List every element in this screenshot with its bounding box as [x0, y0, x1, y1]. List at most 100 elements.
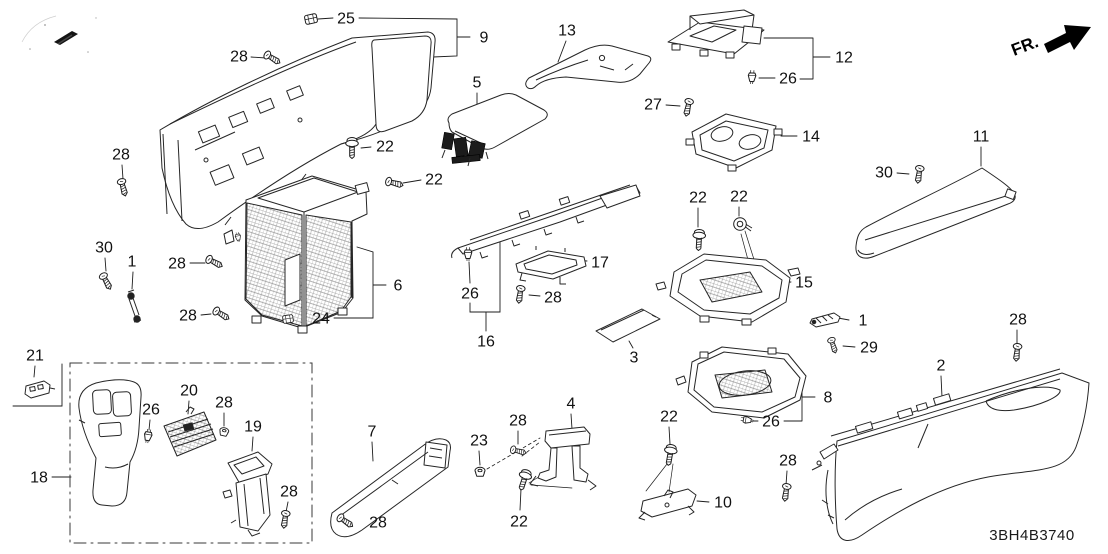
- callout-ref-6-21[interactable]: 6: [394, 278, 403, 295]
- callout-ref-8-34[interactable]: 8: [824, 390, 833, 407]
- callout-ref-28-1[interactable]: 28: [230, 49, 248, 66]
- callout-ref-10-47[interactable]: 10: [714, 495, 732, 512]
- callout-ref-5-6[interactable]: 5: [473, 75, 482, 92]
- part-shape-9-console-garnish-assy: [159, 31, 436, 229]
- bolt-icon-22e: [661, 443, 679, 467]
- clip-icon-25: [303, 12, 319, 26]
- callout-ref-17-19[interactable]: 17: [591, 255, 609, 272]
- callout-ref-22-14[interactable]: 22: [689, 190, 707, 207]
- callout-ref-11-9[interactable]: 11: [973, 129, 990, 146]
- callout-ref-21-31[interactable]: 21: [26, 348, 44, 365]
- screw-icon-28a: [262, 49, 283, 68]
- callout-ref-28-35[interactable]: 28: [215, 395, 233, 412]
- callout-ref-30-12[interactable]: 30: [875, 165, 893, 182]
- callout-ref-28-27[interactable]: 28: [1009, 312, 1027, 329]
- callout-ref-24-25[interactable]: 24: [312, 311, 330, 328]
- screw-icon-29: [826, 336, 840, 355]
- part-shape-13-lever-garnish: [525, 44, 652, 90]
- part-shape-19-rear-duct: [222, 451, 273, 537]
- screw-icon-28k: [779, 482, 792, 503]
- part-shape-16-center-garnish: [451, 184, 641, 259]
- callout-ref-22-13[interactable]: 22: [425, 172, 443, 189]
- callout-ref-22-10[interactable]: 22: [376, 139, 394, 156]
- screw-icon-28b: [116, 177, 131, 198]
- callout-ref-28-46[interactable]: 28: [280, 484, 298, 501]
- callout-ref-22-15[interactable]: 22: [730, 189, 748, 206]
- callout-ref-12-4[interactable]: 12: [835, 50, 853, 67]
- part-shape-21-accessory-switch: [24, 380, 56, 399]
- part-shape-15-console-bin: [655, 253, 801, 326]
- part-shape-1-striker-rail: [809, 312, 841, 328]
- callout-ref-28-49[interactable]: 28: [369, 515, 387, 532]
- callout-ref-16-28[interactable]: 16: [477, 334, 495, 351]
- part-shape-8-cupholder-bin: [675, 346, 807, 419]
- bolt-icon-22c: [691, 228, 707, 252]
- callout-ref-3-30[interactable]: 3: [630, 350, 639, 367]
- callout-ref-26-39[interactable]: 26: [762, 414, 780, 431]
- callout-ref-29-29[interactable]: 29: [860, 340, 878, 357]
- part-shape-7-rear-duct-garnish: [330, 438, 451, 538]
- part-shape-11-side-garnish: [855, 167, 1017, 259]
- part-shape-10-crossmember: [638, 488, 697, 521]
- part-shape-5-armrest-lid: [441, 93, 548, 167]
- callout-ref-25-0[interactable]: 25: [337, 11, 355, 28]
- callout-ref-23-43[interactable]: 23: [470, 433, 488, 450]
- grommet-icon-28g: [218, 426, 230, 438]
- callout-ref-28-24[interactable]: 28: [179, 308, 197, 325]
- part-shape-12-console-tray: [667, 9, 765, 59]
- callout-ref-28-23[interactable]: 28: [544, 290, 562, 307]
- callout-ref-18-45[interactable]: 18: [30, 470, 48, 487]
- callout-ref-9-2[interactable]: 9: [480, 30, 489, 47]
- part-shape-1-lock-link: [127, 289, 142, 323]
- callout-ref-27-7[interactable]: 27: [644, 97, 662, 114]
- callout-ref-22-38[interactable]: 22: [660, 409, 678, 426]
- screw-icon-30a: [912, 164, 925, 185]
- callout-ref-28-11[interactable]: 28: [112, 147, 130, 164]
- clip-icon-part6: [234, 231, 242, 243]
- callout-ref-1-26[interactable]: 1: [859, 313, 868, 330]
- bolt-icon-22b: [384, 176, 405, 191]
- callout-ref-26-5[interactable]: 26: [779, 71, 797, 88]
- screw-icon-28e: [513, 284, 526, 305]
- part-shape-14-cupholder-frame: [685, 113, 783, 172]
- knob-icon-22d: [733, 217, 753, 232]
- part-shape-20-rear-vent: [163, 406, 217, 457]
- callout-ref-13-3[interactable]: 13: [558, 23, 576, 40]
- callout-ref-26-37[interactable]: 26: [142, 402, 160, 419]
- clip-icon-26a: [747, 69, 757, 85]
- callout-ref-26-22[interactable]: 26: [461, 286, 479, 303]
- fr-label: FR.: [1009, 32, 1041, 60]
- callout-ref-7-42[interactable]: 7: [368, 424, 377, 441]
- callout-ref-2-32[interactable]: 2: [937, 358, 946, 375]
- diagram-code: 3BH4B3740: [989, 527, 1074, 544]
- bolt-icon-22a: [345, 137, 359, 159]
- part-shape-17-tray-bezel: [515, 246, 587, 285]
- part-shape-2-console-side-panel: [811, 368, 1090, 541]
- callout-ref-30-16[interactable]: 30: [95, 240, 113, 257]
- screw-icon-28c: [203, 253, 225, 271]
- callout-ref-28-44[interactable]: 28: [779, 453, 797, 470]
- part-shape-3-tray-mat: [595, 308, 661, 343]
- screw-icon-30b: [97, 270, 115, 292]
- callout-ref-4-36[interactable]: 4: [567, 396, 576, 413]
- callout-ref-28-40[interactable]: 28: [509, 413, 527, 430]
- part-shape-18-rear-panel: [78, 379, 142, 507]
- callout-ref-15-20[interactable]: 15: [795, 275, 813, 292]
- callout-ref-14-8[interactable]: 14: [802, 129, 820, 146]
- callout-ref-19-41[interactable]: 19: [244, 419, 262, 436]
- screw-icon-28h: [278, 509, 291, 530]
- callout-ref-20-33[interactable]: 20: [180, 383, 198, 400]
- clip-icon-24: [281, 314, 295, 324]
- callout-ref-22-48[interactable]: 22: [510, 514, 528, 531]
- callout-ref-28-18[interactable]: 28: [168, 256, 186, 273]
- bolt-icon-22f: [514, 467, 534, 493]
- screw-icon-27: [681, 97, 695, 118]
- fr-direction-indicator: FR.: [1009, 25, 1091, 60]
- callout-ref-1-17[interactable]: 1: [128, 254, 137, 271]
- screw-icon-28f: [1011, 342, 1023, 363]
- scan-smudge: [21, 15, 97, 53]
- group-boundary-box: [69, 362, 313, 544]
- part-shape-4-bracket: [529, 426, 597, 491]
